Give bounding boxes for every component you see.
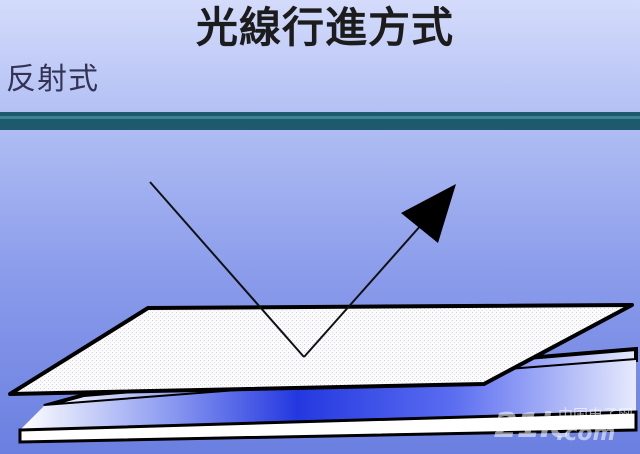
arrowhead-icon: [401, 184, 456, 243]
subtitle: 反射式: [6, 62, 99, 97]
light-ray: [149, 181, 456, 358]
upper-plate: [8, 303, 634, 396]
divider-bar-highlight: [0, 116, 640, 119]
page-title: 光線行進方式: [195, 3, 454, 52]
lower-plate-body: [18, 410, 638, 444]
incident-ray: [149, 181, 305, 358]
watermark-cn: 中国电子网: [558, 406, 634, 424]
watermark-logo: 21ic 中国电子网 .com: [494, 404, 634, 450]
watermark-com: .com: [556, 421, 616, 446]
watermark-main: 21ic: [494, 406, 570, 446]
reflected-ray: [303, 223, 423, 358]
divider-bar: [0, 112, 640, 130]
